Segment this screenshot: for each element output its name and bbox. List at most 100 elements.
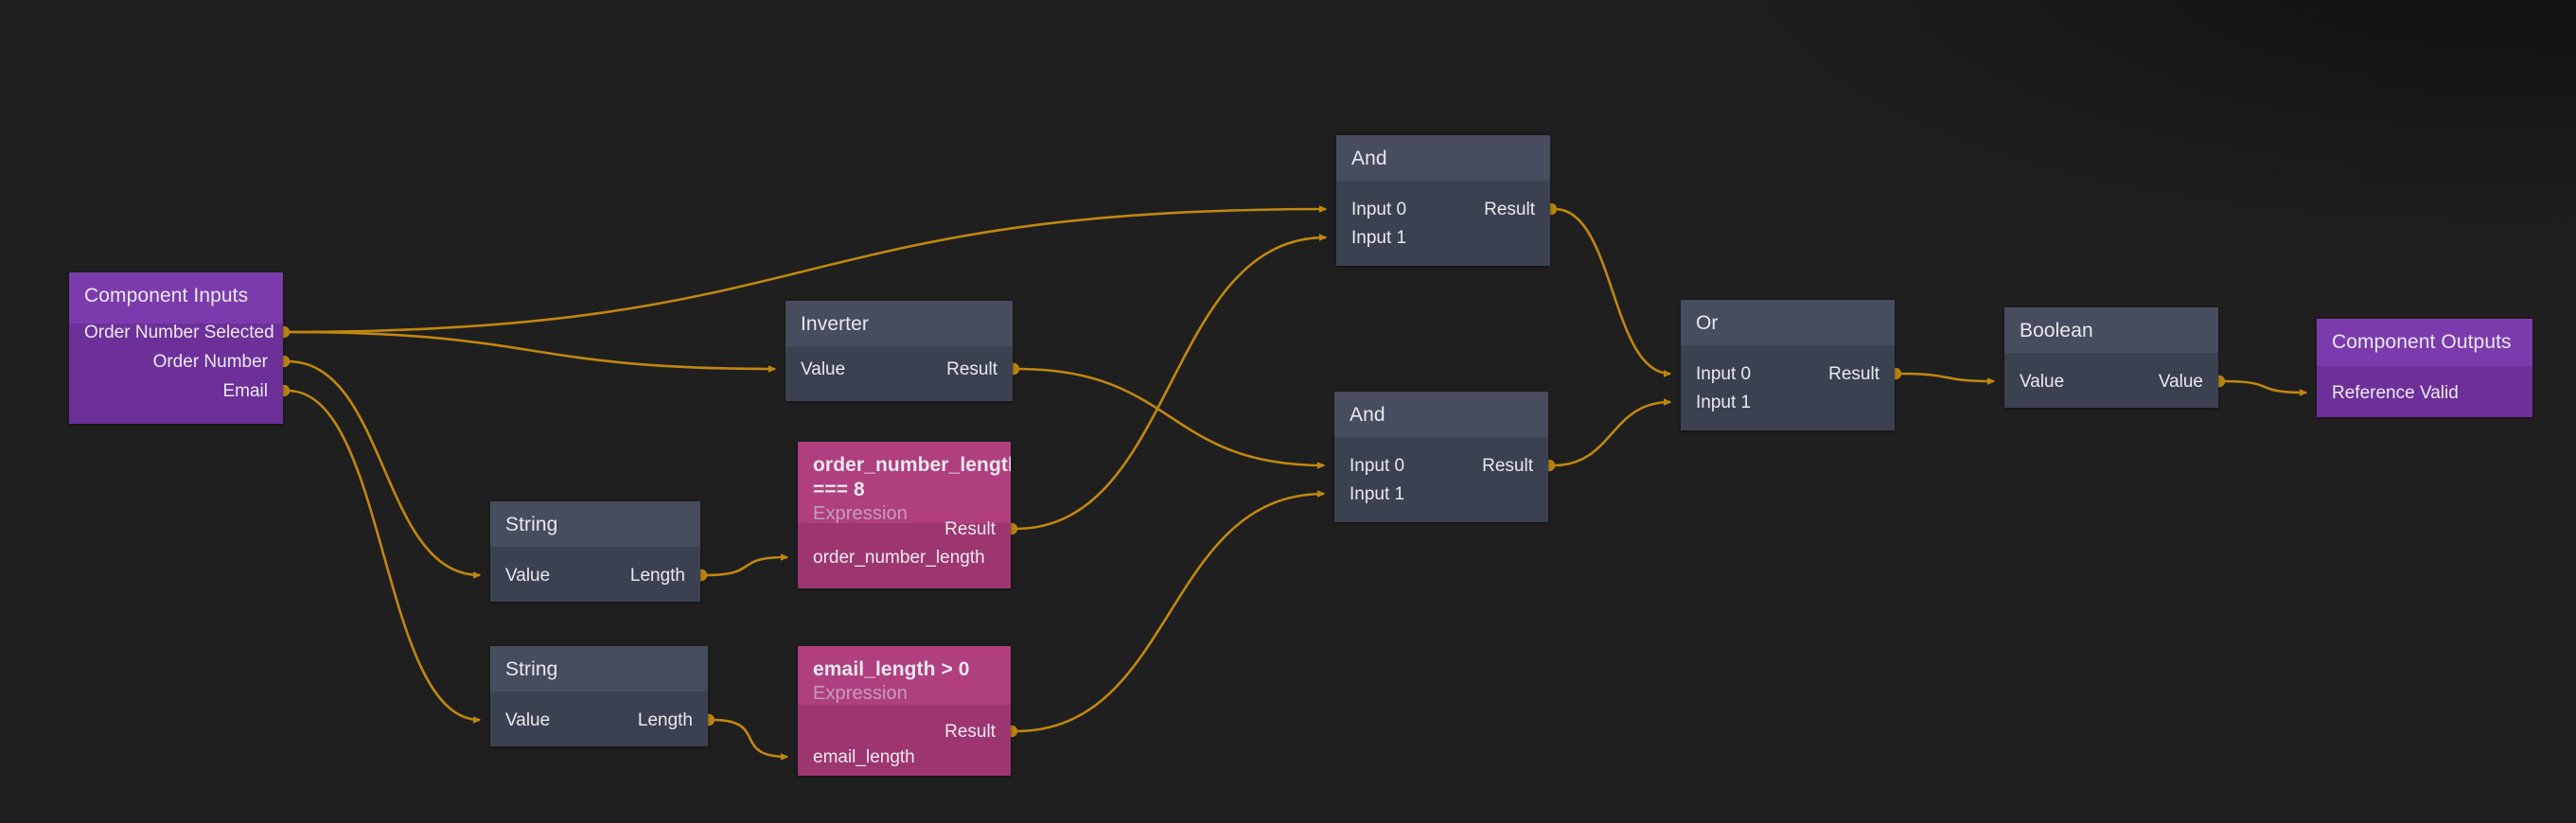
output-port-order-number[interactable]: Order Number [152,352,268,372]
output-port-result[interactable]: Result [944,519,996,539]
port-row[interactable]: Input 1 [1351,223,1535,253]
node-header-boolean[interactable]: Boolean [2004,307,2218,353]
input-port-input-0[interactable]: Input 0 [1351,200,1407,219]
port-row[interactable]: Value Result [801,355,997,384]
node-header-string-order-number[interactable]: String [490,501,700,547]
node-title-expr-email-length: email_length > 0 [813,658,970,680]
node-title-string-email: String [505,658,558,680]
edge[interactable] [287,389,482,724]
node-header-component-inputs[interactable]: Component Inputs [69,272,283,324]
input-port-reference-valid[interactable]: Reference Valid [2332,383,2459,403]
output-port-result[interactable]: Result [944,722,996,742]
input-port-input-1[interactable]: Input 1 [1350,484,1405,504]
node-header-and-1[interactable]: And [1336,135,1550,181]
output-port-result[interactable]: Result [1484,200,1535,219]
output-port-order-number-selected[interactable]: Order Number Selected [84,323,274,342]
node-title-string-order-number: String [505,514,558,535]
node-title-boolean: Boolean [2020,320,2093,341]
edge[interactable] [1898,372,1996,385]
output-port-length[interactable]: Length [637,710,693,730]
output-port-result[interactable]: Result [1482,456,1533,476]
output-port-result[interactable]: Result [1828,364,1879,384]
output-port-length[interactable]: Length [629,566,685,586]
port-row[interactable]: Input 0 Result [1696,359,1879,389]
port-row[interactable]: Input 0 Result [1351,195,1535,224]
node-body-expr-email-length: Result email_length [798,705,1011,776]
edge[interactable] [1016,367,1326,469]
edge[interactable] [1554,207,1672,377]
edge[interactable] [287,359,482,579]
node-title-component-outputs: Component Outputs [2332,331,2512,353]
port-row[interactable]: Order Number [84,347,268,376]
output-port-result[interactable]: Result [946,359,997,379]
node-title-and-1: And [1351,148,1387,169]
input-port-input-1[interactable]: Input 1 [1351,228,1407,248]
node-title-inverter: Inverter [801,313,869,335]
node-title-expr-order-number-length: order_number_length === 8 [813,454,1011,500]
edge[interactable] [287,330,777,373]
input-port-input-0[interactable]: Input 0 [1350,456,1405,476]
node-title-component-inputs: Component Inputs [84,285,249,306]
edge[interactable] [712,718,789,761]
input-port-order-number-length[interactable]: order_number_length [813,548,985,568]
input-port-email-length[interactable]: email_length [813,747,915,767]
output-port-email[interactable]: Email [222,381,268,401]
node-body-boolean: Value Value [2004,353,2218,408]
port-row[interactable]: order_number_length [813,543,996,572]
output-port-value[interactable]: Value [2158,372,2203,392]
port-row[interactable]: Input 0 Result [1350,451,1533,481]
node-header-component-outputs[interactable]: Component Outputs [2317,319,2532,366]
port-row[interactable]: Input 1 [1696,388,1879,417]
port-row[interactable]: Result [813,515,996,544]
node-body-component-outputs: Reference Valid [2317,366,2532,417]
edge[interactable] [1015,234,1328,531]
input-port-value[interactable]: Value [505,710,551,730]
port-row[interactable]: Result [813,717,996,746]
node-body-string-order-number: Value Length [490,547,700,602]
port-row[interactable]: Value Length [505,706,693,735]
edge[interactable] [2222,379,2308,396]
edge[interactable] [1552,398,1672,467]
input-port-value[interactable]: Value [801,359,846,379]
port-row[interactable]: Reference Valid [2332,378,2517,408]
edge[interactable] [704,553,789,577]
edge[interactable] [1015,490,1326,733]
input-port-value[interactable]: Value [505,566,551,586]
input-port-input-0[interactable]: Input 0 [1696,364,1752,384]
node-body-string-email: Value Length [490,692,708,746]
node-subtitle-expr-email-length: Expression [813,683,908,704]
input-port-value[interactable]: Value [2020,372,2065,392]
port-row[interactable]: Email [84,376,268,406]
node-header-expr-email-length[interactable]: email_length > 0 Expression [798,646,1011,705]
node-header-inverter[interactable]: Inverter [785,301,1013,346]
port-row[interactable]: Order Number Selected [84,318,274,347]
port-row[interactable]: Input 1 [1350,480,1533,509]
node-header-and-2[interactable]: And [1334,392,1548,437]
port-row[interactable]: email_length [813,743,996,772]
input-port-input-1[interactable]: Input 1 [1696,393,1752,412]
node-header-string-email[interactable]: String [490,646,708,692]
node-title-and-2: And [1350,404,1385,426]
node-title-or: Or [1696,312,1719,334]
port-row[interactable]: Value Length [505,561,685,590]
node-header-or[interactable]: Or [1681,300,1895,345]
port-row[interactable]: Value Value [2020,367,2203,396]
